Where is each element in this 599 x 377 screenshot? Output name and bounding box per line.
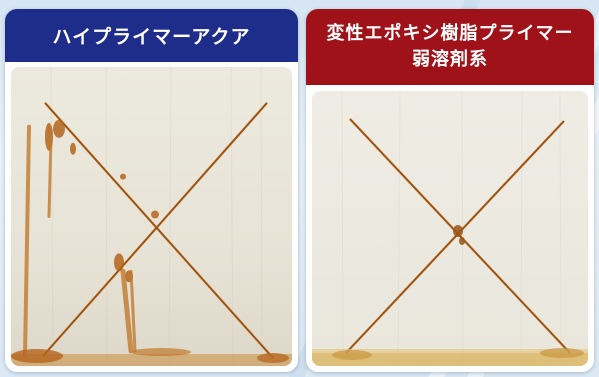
left-rust-pattern <box>11 67 292 366</box>
left-bottom-rust-band <box>11 348 292 366</box>
right-sample-title-line2: 弱溶剤系 <box>412 49 488 70</box>
right-sample-panel-image <box>312 91 588 366</box>
right-sample-title-line1: 変性エポキシ樹脂プライマー <box>326 23 574 44</box>
left-sample-panel-image <box>11 67 292 366</box>
right-sample-header: 変性エポキシ樹脂プライマー 弱溶剤系 <box>306 9 594 85</box>
left-sample-title: ハイプライマーアクア <box>52 26 251 48</box>
left-rust-drips <box>23 124 137 359</box>
left-rust-spots <box>45 119 159 283</box>
left-sample-card: ハイプライマーアクア <box>5 9 298 372</box>
right-rust-pattern <box>312 91 588 366</box>
right-rust-spots <box>453 225 465 245</box>
right-bottom-rust-band <box>312 348 588 366</box>
right-sample-card: 変性エポキシ樹脂プライマー 弱溶剤系 <box>306 9 594 372</box>
left-sample-header: ハイプライマーアクア <box>5 9 298 62</box>
